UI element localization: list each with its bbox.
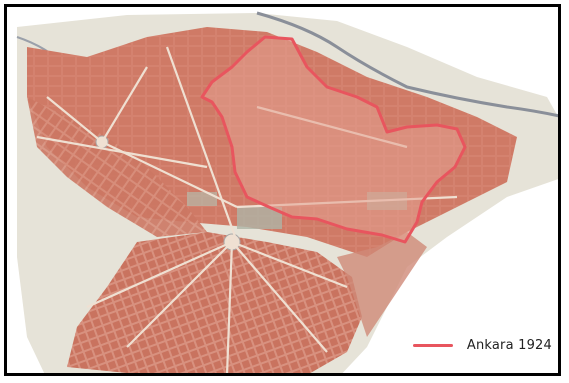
park-area — [237, 207, 282, 229]
city-plan-map — [16, 11, 558, 373]
legend-line-swatch — [412, 344, 453, 347]
city-fabric-east — [337, 232, 427, 337]
map-frame: Ankara 1924 — [4, 4, 561, 376]
city-fabric-west — [27, 97, 207, 237]
ankara-1924-boundary — [200, 35, 467, 244]
legend-label: Ankara 1924 — [466, 338, 552, 353]
river — [256, 11, 558, 118]
map-legend: Ankara 1924 — [412, 338, 552, 353]
city-fabric-south — [67, 232, 362, 373]
park-area — [187, 192, 217, 206]
